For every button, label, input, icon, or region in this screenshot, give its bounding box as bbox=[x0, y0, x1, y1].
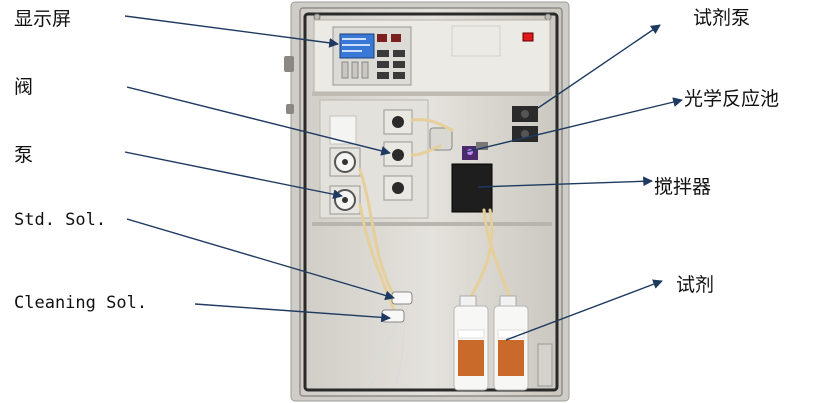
label-pump: 泵 bbox=[14, 144, 34, 166]
std-sol-fitting bbox=[391, 291, 413, 305]
label-optical-cell: 光学反应池 bbox=[684, 88, 780, 110]
label-reagent: 试剂 bbox=[676, 274, 715, 296]
pump-group bbox=[329, 147, 361, 215]
label-reagent-pump: 试剂泵 bbox=[693, 7, 751, 29]
reagent-bottles bbox=[453, 295, 553, 391]
label-display: 显示屏 bbox=[14, 8, 72, 30]
leader-arrows bbox=[124, 15, 683, 341]
label-stirrer: 搅拌器 bbox=[654, 176, 712, 198]
label-valve: 阀 bbox=[14, 76, 34, 98]
keypad bbox=[341, 34, 405, 79]
reagent-pump-group bbox=[512, 106, 538, 142]
control-panel bbox=[313, 19, 551, 93]
label-cleaning-sol: Cleaning Sol. bbox=[14, 293, 148, 313]
cleaning-sol-fitting bbox=[381, 309, 405, 323]
optical-reaction-cell bbox=[429, 127, 488, 160]
stirrer-block bbox=[451, 163, 493, 213]
valve-group bbox=[383, 109, 413, 201]
label-std-sol: Std. Sol. bbox=[14, 210, 107, 230]
power-indicator bbox=[522, 32, 534, 42]
